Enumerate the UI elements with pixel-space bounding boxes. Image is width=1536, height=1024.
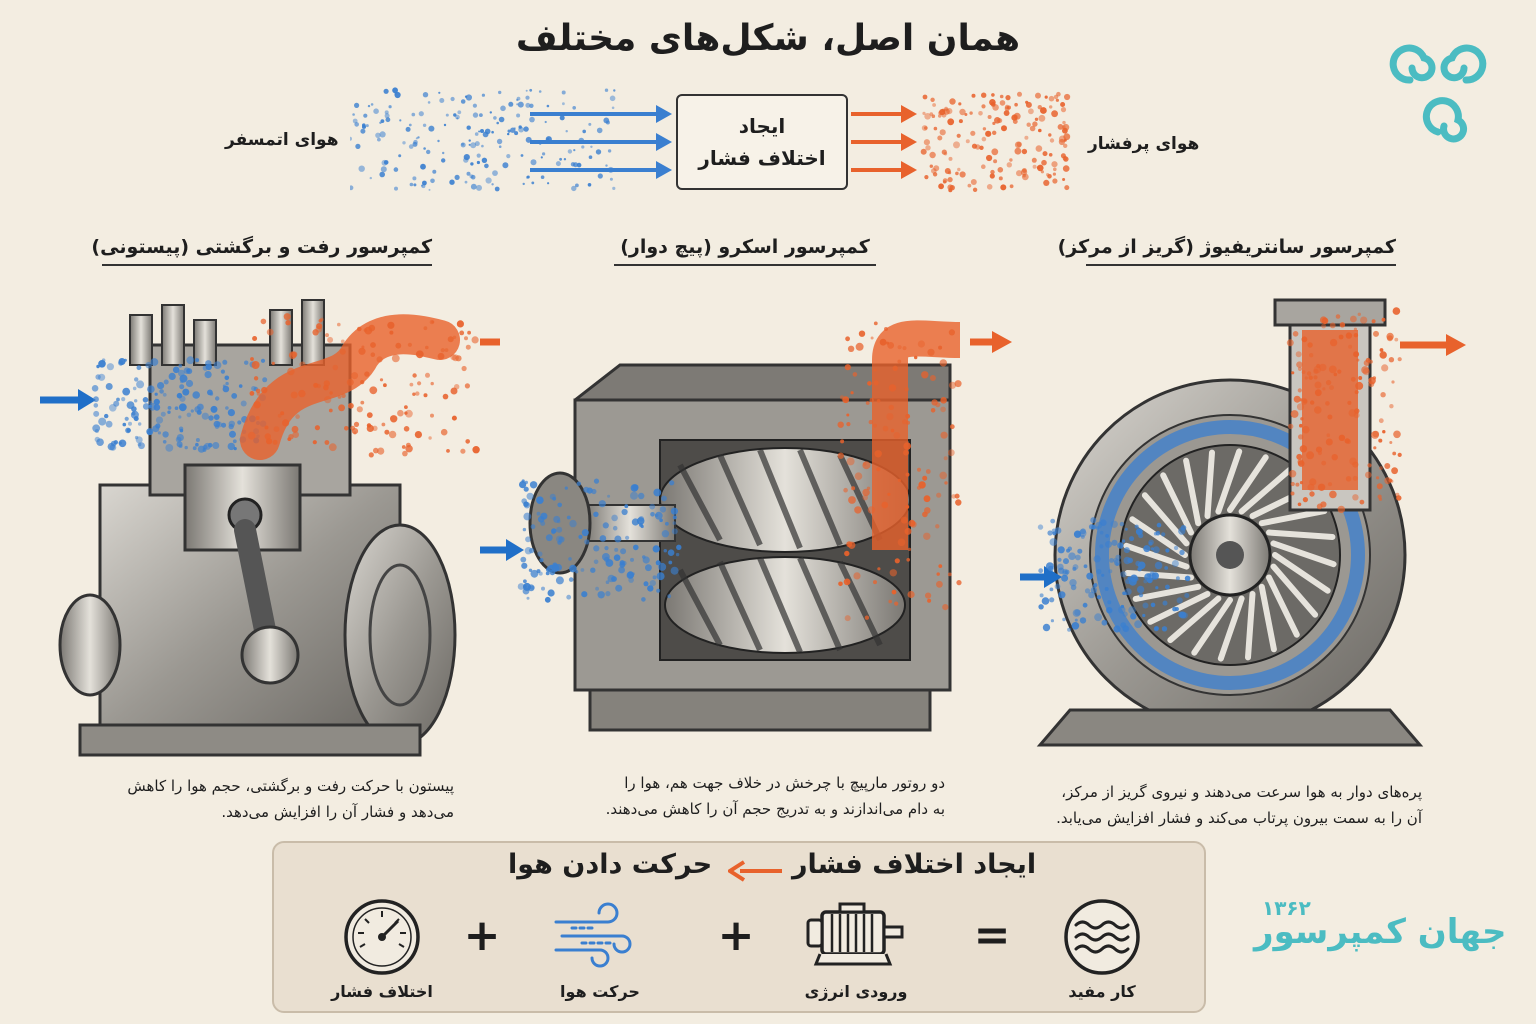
brand-year: ۱۳۶۲ <box>1262 896 1311 920</box>
description-piston-line1: پیستون با حرکت رفت و برگشتی، حجم هوا را … <box>127 777 454 795</box>
equals-sign: = <box>973 910 1011 961</box>
pressurized-air-label: هوای پرفشار <box>1088 134 1200 154</box>
waves-icon <box>1064 899 1140 975</box>
section-title-piston: کمپرسور رفت و برگشتی (پیستونی) <box>91 236 432 266</box>
label-air-movement: حرکت هوا <box>560 982 640 1001</box>
label-useful-work: کار مفید <box>1068 982 1136 1001</box>
pressure-gauge-icon <box>344 899 420 975</box>
label-energy-input: ورودی انرژی <box>804 982 908 1001</box>
plus-sign-2: + <box>717 910 755 961</box>
atmospheric-air-label: هوای اتمسفر <box>225 130 339 150</box>
description-screw: دو روتور مارپیچ با چرخش در خلاف جهت هم، … <box>540 770 945 822</box>
formula-head-move-air: حرکت دادن هوا <box>508 849 713 880</box>
center-box-line1: ایجاد <box>738 114 786 138</box>
electric-motor-icon <box>806 902 904 966</box>
formula-panel <box>272 841 1206 1013</box>
description-screw-line1: دو روتور مارپیچ با چرخش در خلاف جهت هم، … <box>624 774 945 792</box>
label-pressure-difference: اختلاف فشار <box>331 982 433 1001</box>
cold-air-stream <box>350 87 672 192</box>
description-centrifugal: پره‌های دوار به هوا سرعت می‌دهند و نیروی… <box>1012 779 1422 831</box>
page-title: همان اصل، شکل‌های مختلف <box>515 18 1021 59</box>
description-screw-line2: به دام می‌اندازند و به تدریج حجم آن را ک… <box>605 800 945 818</box>
pressure-difference-box: ایجاد اختلاف فشار <box>676 94 848 190</box>
plus-sign-1: + <box>463 910 501 961</box>
section-title-screw: کمپرسور اسکرو (پیچ دوار) <box>614 236 876 266</box>
centrifugal-compressor-illustration <box>1020 298 1466 747</box>
formula-head-pressure: ایجاد اختلاف فشار <box>792 849 1037 880</box>
description-piston-line2: می‌دهد و فشار آن را افزایش می‌دهد. <box>221 803 454 821</box>
hot-air-stream <box>851 91 1071 193</box>
description-piston: پیستون با حرکت رفت و برگشتی، حجم هوا را … <box>82 773 454 825</box>
description-centrifugal-line2: آن را به سمت بیرون پرتاب می‌کند و فشار ا… <box>1056 809 1422 827</box>
section-title-centrifugal: کمپرسور سانتریفیوژ (گریز از مرکز) <box>1058 236 1396 266</box>
brand-logo-icon <box>1389 44 1487 143</box>
screw-compressor-illustration <box>480 320 1012 732</box>
center-box-line2: اختلاف فشار <box>698 146 826 170</box>
arrow-left-icon <box>728 860 782 882</box>
brand-name: جهان کمپرسور <box>1254 912 1507 952</box>
wind-icon <box>554 902 632 968</box>
piston-compressor-illustration <box>40 299 500 757</box>
description-centrifugal-line1: پره‌های دوار به هوا سرعت می‌دهند و نیروی… <box>1061 783 1422 801</box>
